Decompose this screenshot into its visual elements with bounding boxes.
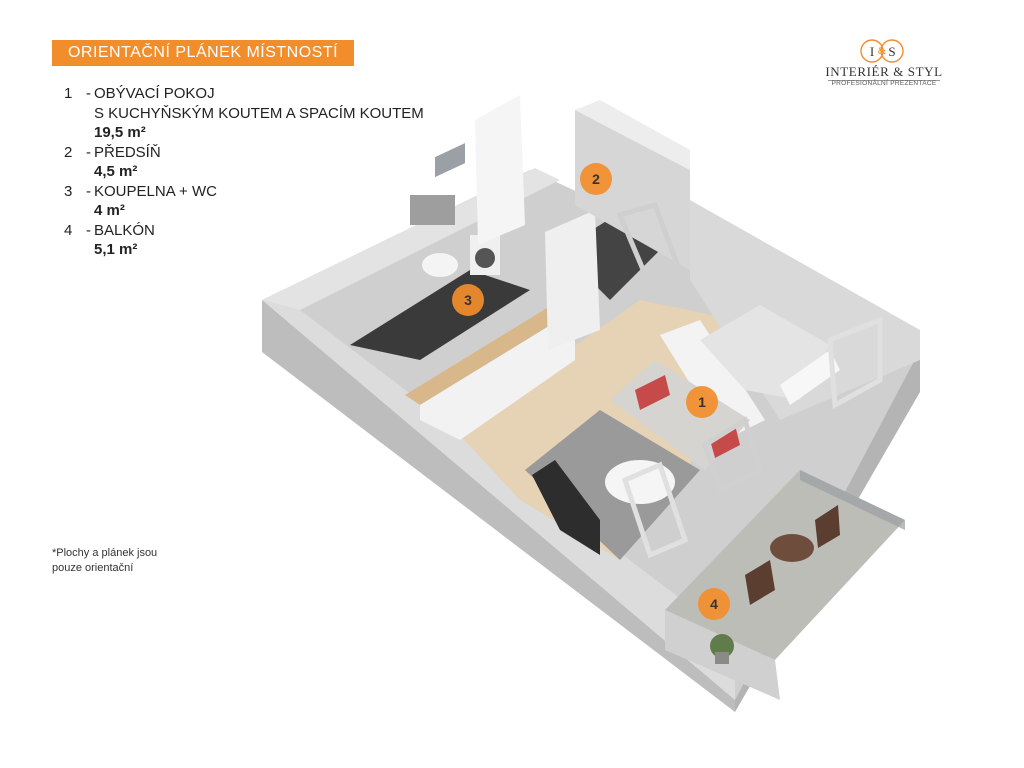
room-marker-label: 4 (710, 596, 718, 612)
note-line-1: *Plochy a plánek jsou (52, 547, 158, 559)
legend-name: PŘEDSÍŇ (94, 143, 161, 161)
room-marker-label: 1 (698, 394, 706, 410)
legend-area: 5,1 m² (94, 241, 138, 258)
legend-area: 19,5 m² (94, 124, 146, 141)
logo-letter-left: I (870, 44, 874, 59)
disclaimer-note: *Plochy a plánek jsou pouze orientační (52, 546, 157, 576)
legend-name: OBÝVACÍ POKOJ (94, 85, 215, 102)
legend-area: 4 m² (94, 202, 125, 219)
logo-monogram-icon: I S & (860, 39, 904, 63)
company-logo: I S & INTERIÉR & STYL PROFESIONÁLNÍ PREZ… (822, 38, 946, 90)
room-marker-1: 1 (686, 386, 718, 418)
legend-number: 4 (64, 221, 73, 239)
room-legend: 1 - OBÝVACÍ POKOJ S KUCHYŇSKÝM KOUTEM A … (64, 84, 424, 260)
kitchen-counter (405, 300, 575, 405)
room-marker-2: 2 (580, 163, 612, 195)
legend-item-1: 1 - OBÝVACÍ POKOJ (64, 85, 215, 102)
page-title: ORIENTAČNÍ PLÁNEK MÍSTNOSTÍ (67, 44, 339, 61)
note-line-2: pouze orientační (52, 562, 134, 574)
room-marker-4: 4 (698, 588, 730, 620)
legend-number: 3 (64, 182, 73, 200)
room-marker-3: 3 (452, 284, 484, 316)
svg-text:&: & (878, 45, 887, 57)
legend-item-3: 3 - KOUPELNA + WC (64, 182, 217, 200)
legend-number: 1 (64, 85, 73, 102)
legend-item-2: 2 - PŘEDSÍŇ (64, 143, 161, 161)
legend-name-line2: S KUCHYŇSKÝM KOUTEM A SPACÍM KOUTEM (94, 104, 424, 122)
legend-number: 2 (64, 143, 73, 161)
legend-item-4: 4 - BALKÓN (64, 221, 155, 239)
legend-name: BALKÓN (94, 221, 155, 239)
bathroom-floor (350, 270, 530, 360)
room-marker-label: 2 (592, 171, 600, 187)
logo-name: INTERIÉR & STYL (825, 64, 943, 79)
legend-area: 4,5 m² (94, 163, 138, 180)
page-title-banner: ORIENTAČNÍ PLÁNEK MÍSTNOSTÍ (52, 40, 354, 66)
logo-letter-right: S (888, 44, 895, 59)
room-marker-label: 3 (464, 292, 472, 308)
legend-name: KOUPELNA + WC (94, 182, 217, 200)
logo-tagline: PROFESIONÁLNÍ PREZENTACE (831, 80, 937, 87)
